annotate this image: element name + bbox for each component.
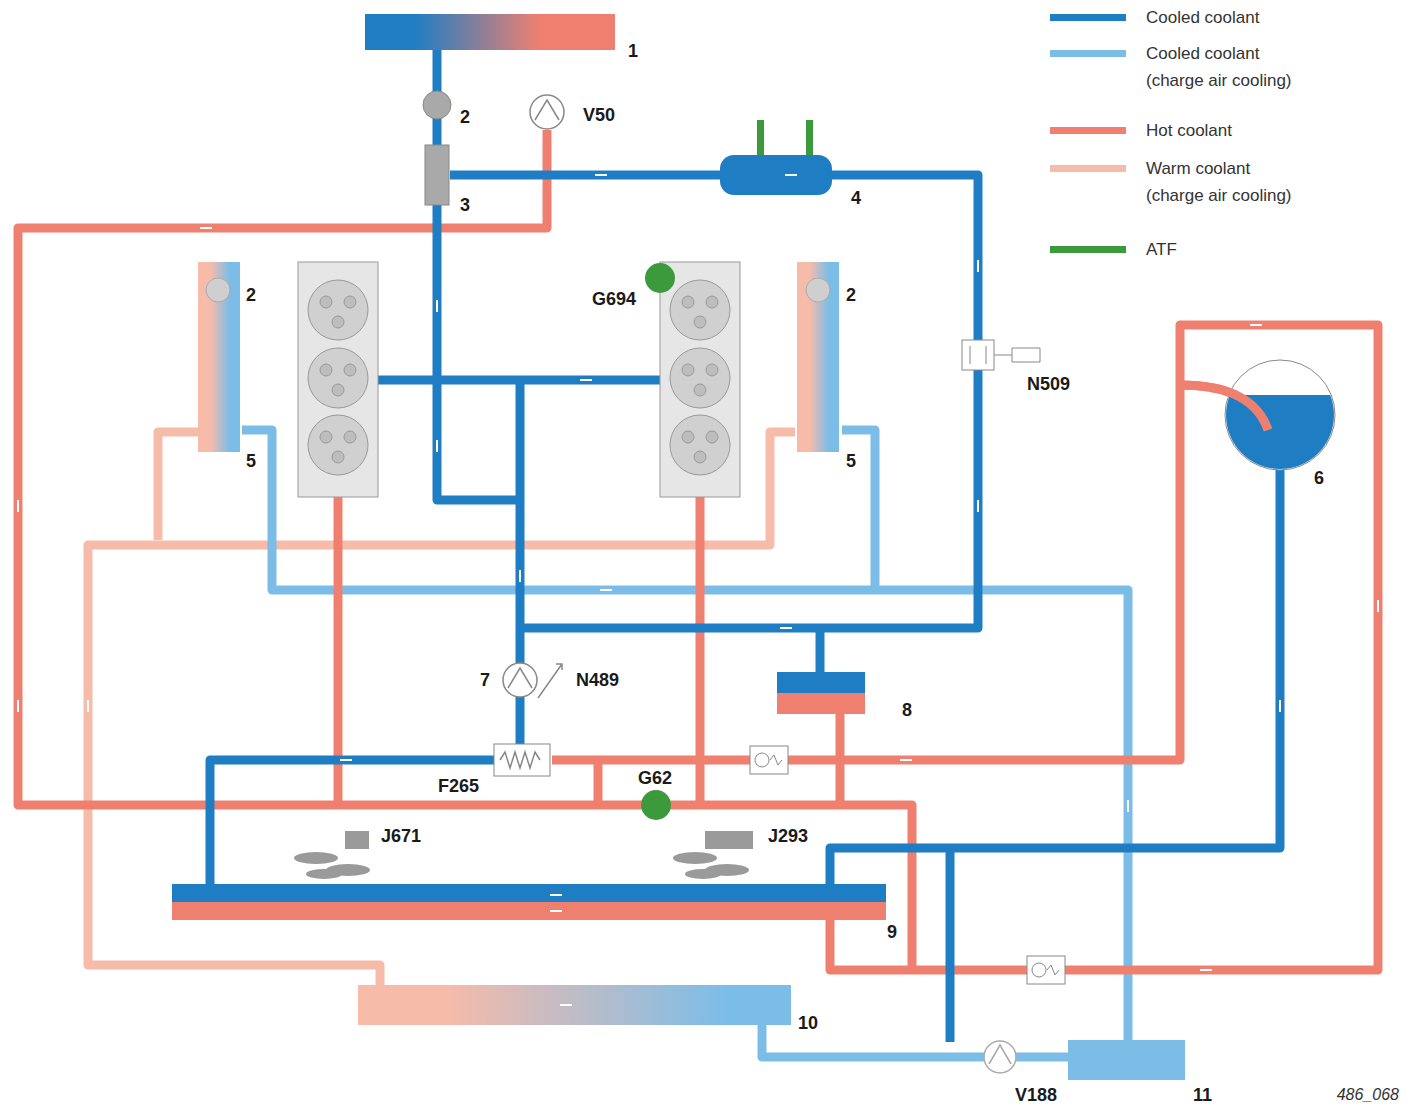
cylinder-bank: [298, 262, 740, 497]
callout-number: N489: [576, 670, 619, 690]
pump-symbol: [989, 1045, 1011, 1064]
legend-text: Warm coolant (charge air cooling): [1146, 155, 1311, 209]
temperature-sender: [641, 790, 671, 820]
callout-number: J671: [381, 826, 421, 846]
expansion-tank: [1225, 360, 1335, 470]
valve: [423, 91, 451, 119]
flow-marks: [18, 175, 1378, 1005]
legend-swatch: [1050, 50, 1126, 57]
atf-line: [806, 120, 813, 158]
callout-number: V188: [1015, 1085, 1057, 1105]
callout-number: 4: [851, 188, 861, 208]
callout-number: 1: [628, 41, 638, 61]
cooler: [777, 672, 865, 693]
legend-swatch: [1050, 127, 1126, 134]
legend-swatch: [1050, 14, 1126, 21]
valve-block: [425, 145, 449, 205]
callout-number: 6: [1314, 468, 1324, 488]
valve: [206, 278, 230, 302]
valve: [806, 278, 830, 302]
legend-text: Hot coolant: [1146, 117, 1311, 144]
callout-number: 2: [460, 107, 470, 127]
callout-number: 2: [846, 285, 856, 305]
pipes: [18, 48, 1378, 1057]
thermostat: [494, 744, 550, 776]
charge-air-pump-unit: [1068, 1040, 1185, 1080]
coolant-level: [1226, 395, 1334, 469]
charge-air-radiator: [358, 985, 791, 1025]
thermostat-spring: [500, 752, 540, 768]
callout-number: G694: [592, 289, 636, 309]
pump-symbol: [535, 100, 559, 120]
figure-number: 486_068: [1337, 1085, 1399, 1105]
callout-number: 10: [798, 1013, 818, 1033]
callout-number: 9: [887, 922, 897, 942]
cooler: [777, 693, 865, 714]
radiator: [172, 902, 886, 920]
legend-swatch: [1050, 165, 1126, 172]
temperature-sender: [645, 263, 675, 293]
callout-number: 8: [902, 700, 912, 720]
pump-symbol: [530, 95, 564, 129]
callout-number: 11: [1193, 1085, 1212, 1105]
legend-swatch: [1050, 246, 1126, 253]
callout-number: G62: [638, 768, 672, 788]
atf-line: [757, 120, 764, 158]
atf-cooler: [720, 155, 832, 195]
legend-text: ATF: [1146, 236, 1311, 263]
pump-symbol: [984, 1041, 1016, 1073]
callout-number: 7: [480, 670, 490, 690]
legend-text: Cooled coolant (charge air cooling): [1146, 40, 1311, 94]
legend-text: Cooled coolant: [1146, 4, 1311, 31]
callout-number: 2: [246, 285, 256, 305]
callout-number: 5: [246, 451, 256, 471]
callout-number: 3: [460, 195, 470, 215]
radiator: [172, 884, 886, 902]
pump-symbol: [508, 664, 562, 698]
charge-air-cooler: [198, 262, 240, 452]
callout-number: F265: [438, 776, 479, 796]
callout-number: V50: [583, 105, 615, 125]
check-valve: [750, 746, 1065, 984]
tank-inlet: [1180, 385, 1268, 430]
radiator-fan: [294, 831, 753, 879]
callout-number: N509: [1027, 374, 1070, 394]
callout-number: 5: [846, 451, 856, 471]
solenoid: [970, 346, 1040, 364]
shutoff-valve: [962, 340, 994, 370]
charge-air-cooler: [797, 262, 839, 452]
heat-exchanger: [365, 14, 615, 50]
callout-number: J293: [768, 826, 808, 846]
